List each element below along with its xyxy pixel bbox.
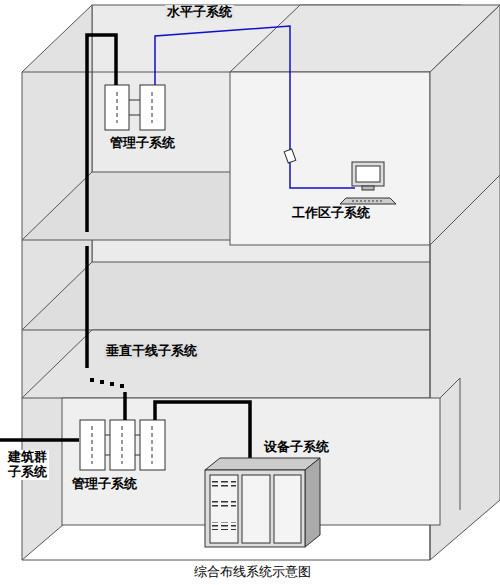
subsystem-label: 工作区子系统 [290, 206, 372, 221]
subsystem-label: 管理子系统 [108, 136, 177, 151]
subsystem-label: 设备子系统 [262, 440, 331, 455]
subsystem-label: 建筑群子系统 [6, 450, 49, 480]
subsystem-label: 垂直干线子系统 [104, 344, 199, 359]
figure-caption: 综合布线系统示意图 [194, 563, 311, 581]
subsystem-label: 水平子系统 [165, 5, 234, 20]
subsystem-label: 管理子系统 [70, 477, 139, 492]
